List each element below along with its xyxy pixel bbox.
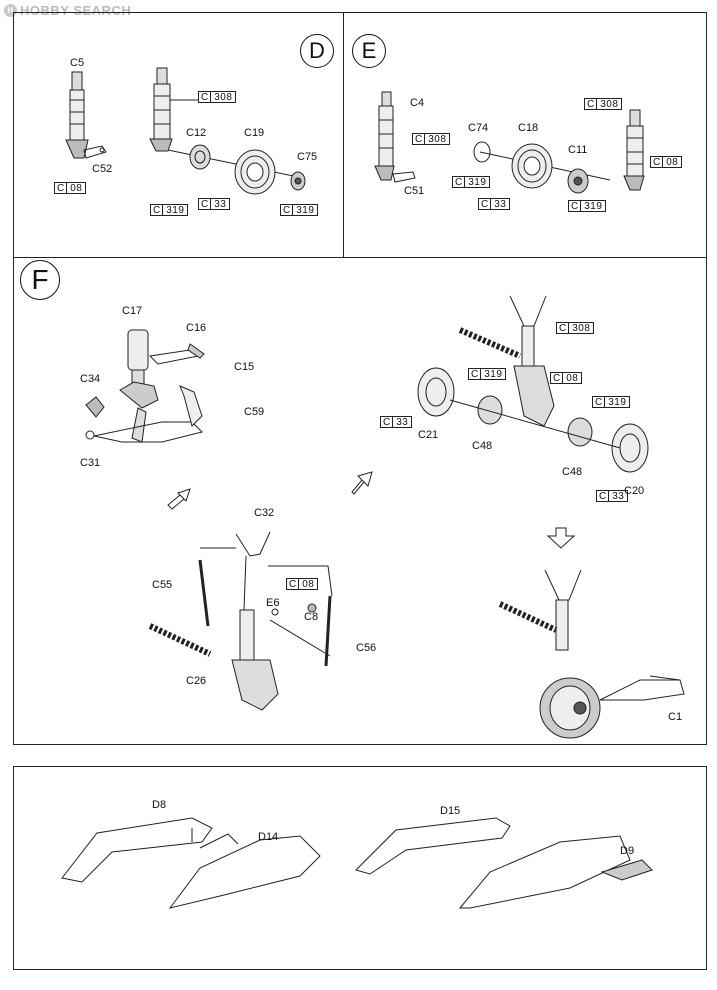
- part-c52: C52: [92, 163, 113, 175]
- part-c75: C75: [297, 151, 318, 163]
- part-c16: C16: [186, 322, 207, 334]
- part-c20: C20: [624, 485, 645, 497]
- strut-c308-e-drawing: [623, 109, 645, 191]
- part-d14: D14: [258, 831, 279, 843]
- part-c34: C34: [80, 373, 101, 385]
- part-c15: C15: [234, 361, 255, 373]
- step-e-marker: E: [352, 34, 386, 68]
- panel-bottom: [13, 766, 707, 970]
- part-c4: C4: [410, 97, 425, 109]
- bottom-left-parts-drawing: [61, 817, 321, 909]
- part-c32: C32: [254, 507, 275, 519]
- watermark-text: HOBBY SEARCH: [20, 3, 132, 18]
- wheel-assembly-d: [167, 144, 306, 195]
- part-c51: C51: [404, 185, 425, 197]
- arrow-up-right: [351, 471, 373, 495]
- panel-step-f: [13, 257, 707, 745]
- part-c5: C5: [70, 57, 85, 69]
- subassembly-f1-drawing: [85, 329, 205, 443]
- bottom-right-parts-drawing: [355, 817, 653, 909]
- part-c56: C56: [356, 642, 377, 654]
- strut-c308-drawing: [149, 67, 198, 152]
- part-d9: D9: [620, 845, 635, 857]
- subassembly-f4-drawing: [498, 569, 685, 739]
- part-c11: C11: [568, 144, 588, 156]
- part-c19: C19: [244, 127, 265, 139]
- part-c17: C17: [122, 305, 143, 317]
- step-f-marker: F: [20, 260, 60, 300]
- part-c18: C18: [518, 122, 539, 134]
- part-c31: C31: [80, 457, 101, 469]
- part-c55: C55: [152, 579, 173, 591]
- part-c1: C1: [668, 711, 683, 723]
- arrow-down: [546, 527, 576, 549]
- part-c12: C12: [186, 127, 207, 139]
- part-c48-right: C48: [562, 466, 583, 478]
- part-d8: D8: [152, 799, 167, 811]
- strut-c5-drawing: [65, 71, 107, 159]
- subassembly-f2-drawing: [148, 531, 333, 711]
- subassembly-f3-drawing: [417, 295, 649, 473]
- watermark-logo: H HOBBY SEARCH: [4, 3, 131, 18]
- arrow-down-right: [167, 488, 191, 510]
- part-e6: E6: [266, 597, 280, 609]
- part-d15: D15: [440, 805, 461, 817]
- part-c8: C8: [304, 611, 319, 623]
- part-c21: C21: [418, 429, 439, 441]
- part-c26: C26: [186, 675, 207, 687]
- part-c59: C59: [244, 406, 265, 418]
- strut-c4-drawing: [374, 91, 416, 183]
- step-d-marker: D: [300, 34, 334, 68]
- wheel-assembly-e: [473, 141, 611, 194]
- part-c74: C74: [468, 122, 489, 134]
- part-c48-left: C48: [472, 440, 493, 452]
